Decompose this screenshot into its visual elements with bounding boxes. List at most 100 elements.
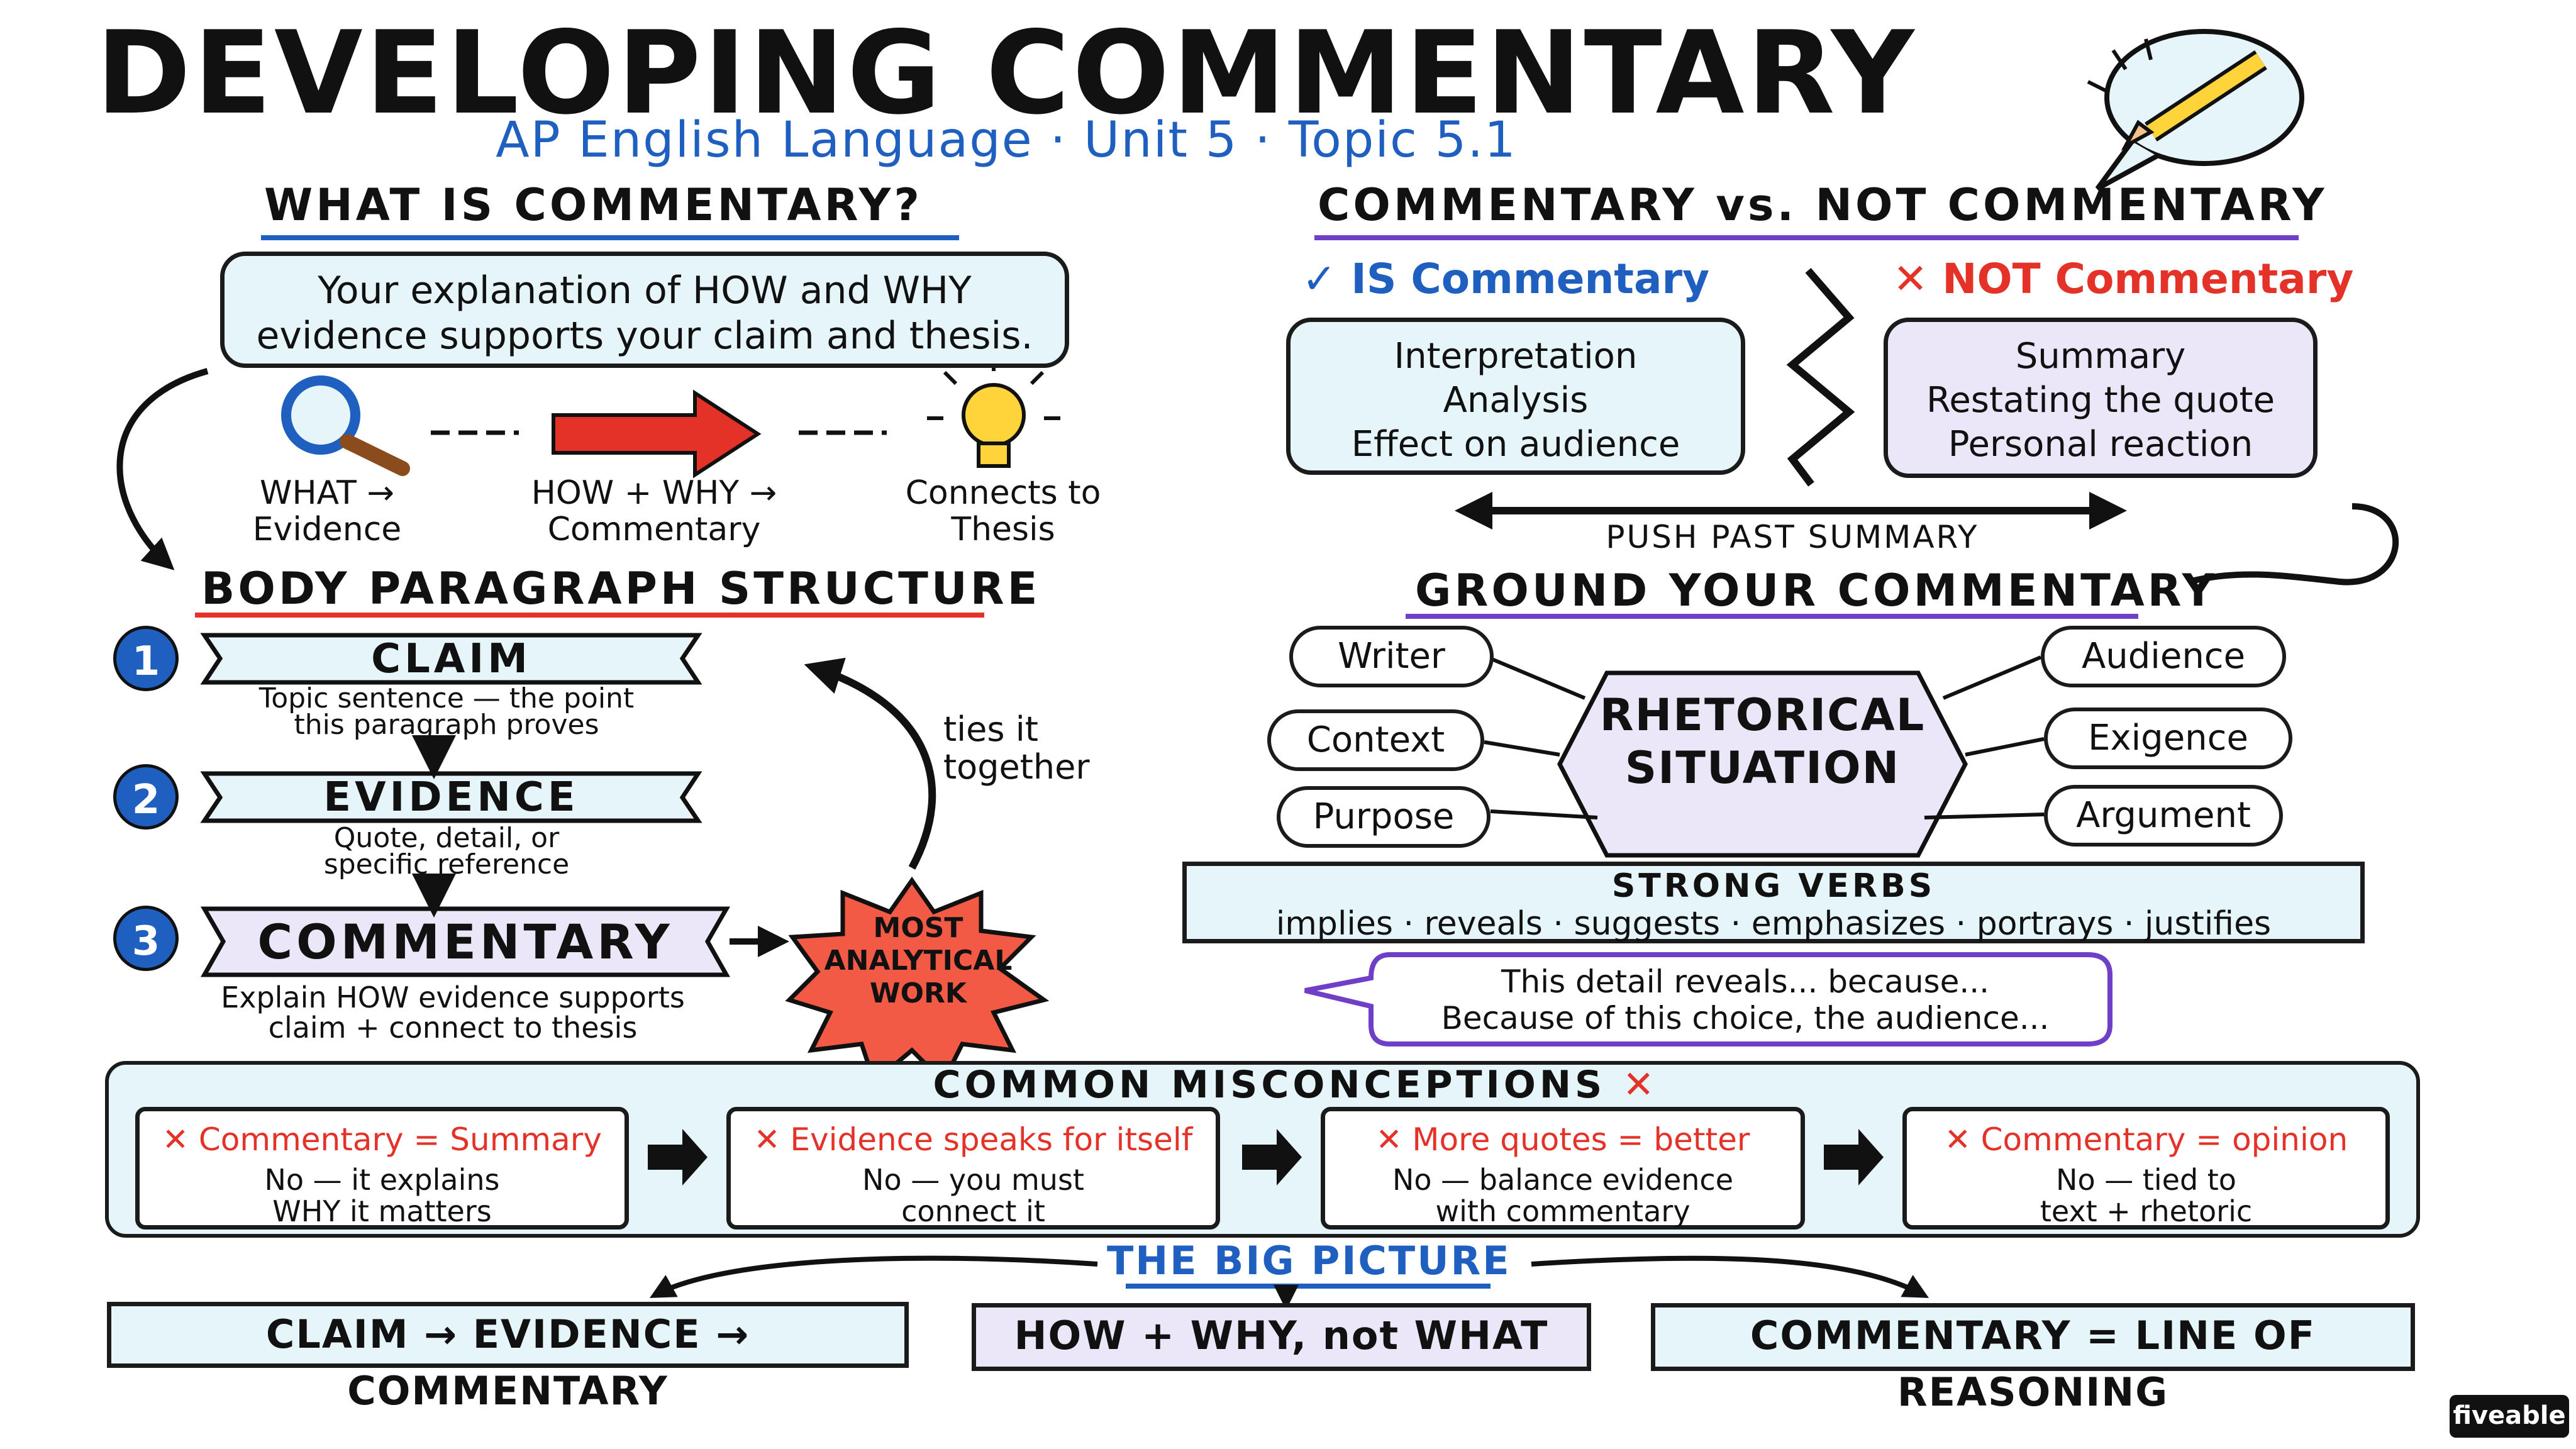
ties-together-label: ties it together — [943, 711, 1119, 786]
misconception-4-cross-icon: ✕ — [1944, 1121, 1971, 1158]
strong-verbs-list: implies · reveals · suggests · emphasize… — [1275, 905, 2272, 943]
misconception-card-4: ✕ Commentary = opinion No — tied to text… — [1902, 1107, 2390, 1230]
strong-verbs-box: STRONG VERBS implies · reveals · suggest… — [1182, 862, 2365, 943]
step-1-badge: 1 — [113, 626, 179, 691]
misconception-card-3: ✕ More quotes = better No — balance evid… — [1321, 1107, 1805, 1230]
what-is-heading: WHAT IS COMMENTARY? — [264, 179, 923, 231]
misconception-4-line2: text + rhetoric — [2040, 1194, 2253, 1228]
rhetorical-line1: RHETORICAL — [1599, 689, 1926, 741]
misconception-arrows — [648, 1129, 1884, 1185]
ties-line2: together — [943, 747, 1090, 787]
flow-commentary: HOW + WHY → Commentary — [522, 475, 786, 548]
claim-desc: Topic sentence — the point this paragrap… — [208, 685, 686, 741]
node-context: Context — [1267, 709, 1484, 771]
is-commentary-title: ✓ IS Commentary — [1302, 255, 1709, 303]
claim-label: CLAIM — [371, 636, 531, 682]
misconception-3-body: No — balance evidence with commentary — [1325, 1164, 1801, 1227]
is-title-text: IS Commentary — [1351, 255, 1710, 303]
definition-line-2: evidence supports your claim and thesis. — [256, 314, 1033, 358]
node-exigence: Exigence — [2044, 708, 2292, 769]
not-title-text: NOT Commentary — [1942, 255, 2354, 303]
vs-heading: COMMENTARY vs. NOT COMMENTARY — [1318, 179, 2328, 231]
zigzag-divider — [1786, 268, 1855, 487]
misconception-4-body: No — tied to text + rhetoric — [1907, 1164, 2385, 1227]
fiveable-logo: fiveable — [2450, 1395, 2569, 1438]
node-purpose: Purpose — [1277, 786, 1491, 848]
page-subtitle: AP English Language · Unit 5 · Topic 5.1 — [496, 112, 1517, 169]
evidence-label: EVIDENCE — [323, 774, 579, 821]
commentary-banner-shape — [200, 906, 731, 977]
right-loop-line — [2187, 503, 2399, 586]
burst-line2: ANALYTICAL — [824, 945, 1013, 977]
misconception-1-body: No — it explains WHY it matters — [140, 1164, 625, 1227]
misconception-card-2: ✕ Evidence speaks for itself No — you mu… — [726, 1107, 1220, 1230]
check-icon: ✓ — [1302, 255, 1337, 303]
is-item-3: Effect on audience — [1351, 424, 1680, 465]
definition-line-1: Your explanation of HOW and WHY — [318, 269, 972, 313]
misconception-3-cross-icon: ✕ — [1375, 1121, 1402, 1158]
misconception-2-title-text: Evidence speaks for itself — [790, 1121, 1193, 1158]
step-3-badge: 3 — [113, 906, 179, 971]
claim-banner-shape — [200, 633, 702, 685]
misconception-4-line1: No — tied to — [2056, 1163, 2236, 1197]
flow-thesis-line1: Connects to — [905, 474, 1101, 512]
flow-commentary-line1: HOW + WHY → — [531, 474, 777, 512]
misconception-1-title: ✕ Commentary = Summary — [140, 1121, 625, 1158]
node-argument: Argument — [2044, 785, 2283, 847]
commentary-desc-line1: Explain HOW evidence supports — [221, 980, 685, 1014]
stem-line-1: This detail reveals... because... — [1501, 963, 1990, 1000]
sentence-stems-bubble-shape — [1304, 952, 2112, 1046]
misconception-3-line2: with commentary — [1435, 1194, 1690, 1228]
most-analytical-burst — [785, 876, 1050, 1085]
commentary-label: COMMENTARY — [257, 914, 674, 970]
not-commentary-title: ✕ NOT Commentary — [1893, 255, 2353, 303]
magnifier-icon — [281, 375, 410, 476]
rhetorical-hexagon-shape — [1557, 670, 1968, 858]
body-structure-heading: BODY PARAGRAPH STRUCTURE — [201, 563, 1041, 614]
cross-icon: ✕ — [1893, 255, 1928, 303]
evidence-desc-line1: Quote, detail, or — [333, 822, 560, 854]
strong-verbs-heading: STRONG VERBS — [1611, 867, 1936, 905]
is-item-1: Interpretation — [1394, 336, 1638, 377]
misconception-2-line1: No — you must — [862, 1163, 1084, 1197]
misconception-4-title-text: Commentary = opinion — [1980, 1121, 2348, 1158]
is-item-2: Analysis — [1443, 380, 1589, 421]
misconception-2-line2: connect it — [901, 1194, 1045, 1228]
page-title: DEVELOPING COMMENTARY — [96, 6, 1917, 140]
misconception-1-line1: No — it explains — [264, 1163, 500, 1197]
commentary-desc-line2: claim + connect to thesis — [268, 1011, 638, 1045]
lightbulb-icon — [927, 355, 1060, 468]
misconception-4-title: ✕ Commentary = opinion — [1907, 1121, 2385, 1158]
not-item-1: Summary — [2015, 336, 2186, 377]
flow-evidence: WHAT → Evidence — [226, 475, 428, 548]
burst-line1: MOST — [873, 912, 963, 944]
misconceptions-heading: COMMON MISCONCEPTIONS ✕ — [893, 1063, 1698, 1107]
ground-heading: GROUND YOUR COMMENTARY — [1415, 565, 2218, 616]
flow-evidence-line2: Evidence — [252, 511, 402, 548]
stem-line-2: Because of this choice, the audience... — [1441, 1000, 2050, 1036]
pencil-speech-bubble-icon — [2087, 29, 2304, 191]
definition-box: Your explanation of HOW and WHY evidence… — [220, 252, 1069, 368]
misconception-3-title-text: More quotes = better — [1412, 1121, 1750, 1158]
commentary-desc: Explain HOW evidence supports claim + co… — [189, 982, 717, 1043]
big-picture-how-why: HOW + WHY, not WHAT — [972, 1303, 1591, 1371]
not-item-3: Personal reaction — [1948, 424, 2253, 465]
big-picture-flow: CLAIM → EVIDENCE → COMMENTARY — [107, 1302, 909, 1414]
misconception-2-cross-icon: ✕ — [753, 1121, 780, 1158]
not-item-2: Restating the quote — [1926, 380, 2275, 421]
misconception-1-line2: WHY it matters — [272, 1194, 492, 1228]
misconception-2-title: ✕ Evidence speaks for itself — [731, 1121, 1216, 1158]
misconception-card-1: ✕ Commentary = Summary No — it explains … — [135, 1107, 629, 1230]
flow-commentary-line2: Commentary — [547, 511, 761, 548]
big-picture-line-of-reasoning: COMMENTARY = LINE OF REASONING — [1651, 1303, 2415, 1415]
rhetorical-line2: SITUATION — [1624, 742, 1901, 794]
big-picture-heading: THE BIG PICTURE — [1107, 1238, 1511, 1284]
left-curve-arrow — [116, 368, 209, 570]
red-arrow-icon — [552, 389, 762, 479]
flow-thesis: Connects to Thesis — [887, 475, 1119, 548]
ties-line1: ties it — [943, 709, 1038, 749]
misconception-2-body: No — you must connect it — [731, 1164, 1216, 1227]
evidence-banner-shape — [200, 771, 702, 823]
claim-desc-line2: this paragraph proves — [294, 709, 599, 741]
